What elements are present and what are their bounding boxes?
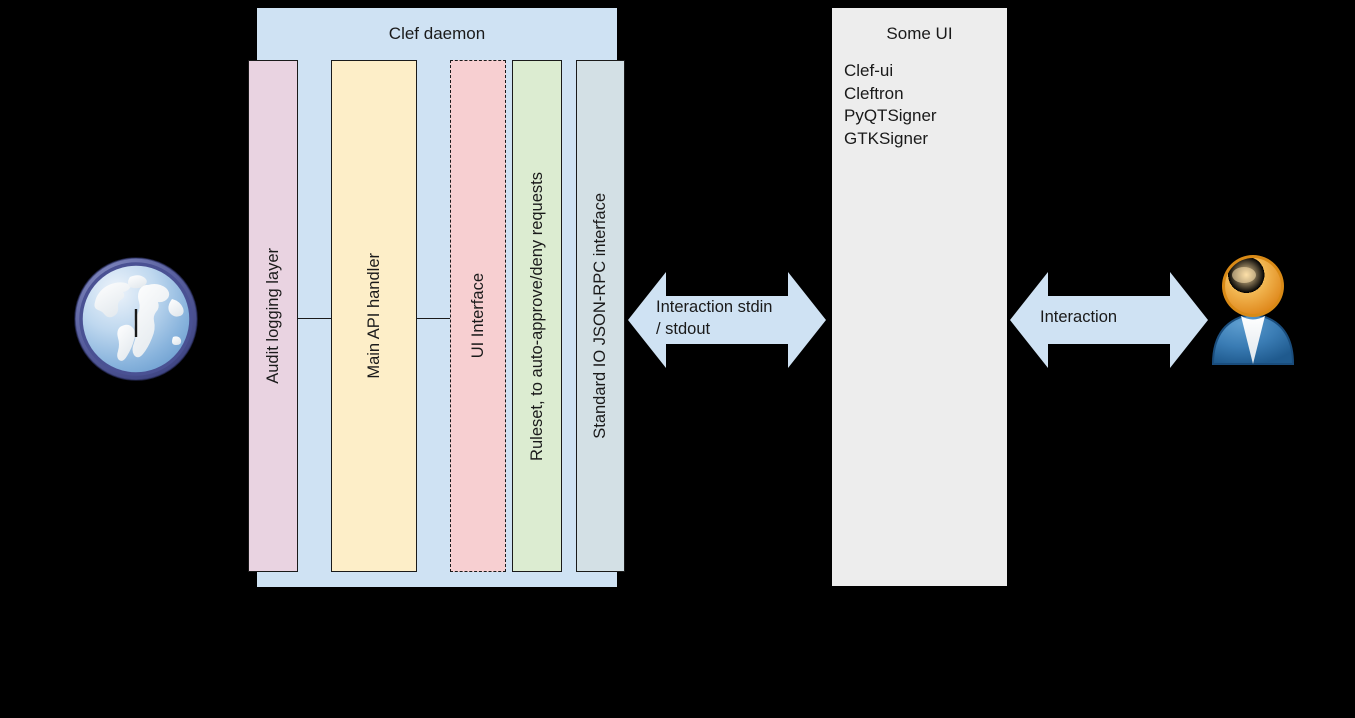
some-ui-title: Some UI — [886, 24, 953, 43]
column-main-api-handler[interactable]: Main API handler — [331, 60, 417, 572]
connector-line-audit-to-api — [296, 318, 333, 319]
column-ui-interface[interactable]: UI Interface — [450, 60, 506, 572]
list-item: PyQTSigner — [844, 106, 937, 125]
list-item: GTKSigner — [844, 128, 929, 148]
column-audit-logging-layer[interactable]: Audit logging layer — [248, 60, 298, 572]
some-ui-panel: Some UI Clef-ui Cleftron PyQTSigner GTKS… — [832, 8, 1007, 586]
column-label-api: Main API handler — [364, 253, 383, 379]
list-item: Clef-ui — [844, 61, 894, 80]
connector-line-api-to-ui — [415, 318, 452, 319]
some-ui-list: Clef-ui Cleftron PyQTSigner GTKSigner — [844, 60, 937, 150]
column-ruleset[interactable]: Ruleset, to auto-approve/deny requests — [512, 60, 562, 572]
clef-daemon-title: Clef daemon — [388, 24, 486, 43]
column-label-stdio: Standard IO JSON-RPC interface — [591, 193, 609, 439]
list-item: Cleftron — [844, 83, 904, 103]
arrow-label-interaction: Interaction — [1040, 308, 1118, 326]
user-icon — [1203, 250, 1303, 373]
arrow-label-stdin-stdout: Interaction stdin / stdout — [656, 298, 773, 338]
arrow-daemon-to-someui — [628, 268, 826, 372]
column-label-ui: UI Interface — [468, 273, 487, 359]
globe-icon — [72, 255, 200, 388]
column-label-ruleset: Ruleset, to auto-approve/deny requests — [527, 171, 546, 461]
column-label-audit: Audit logging layer — [263, 248, 282, 384]
clef-daemon-container: Clef daemon — [257, 8, 617, 587]
arrow-someui-to-user — [1010, 268, 1208, 372]
column-standard-io-jsonrpc[interactable]: Standard IO JSON-RPC interface — [576, 60, 625, 572]
